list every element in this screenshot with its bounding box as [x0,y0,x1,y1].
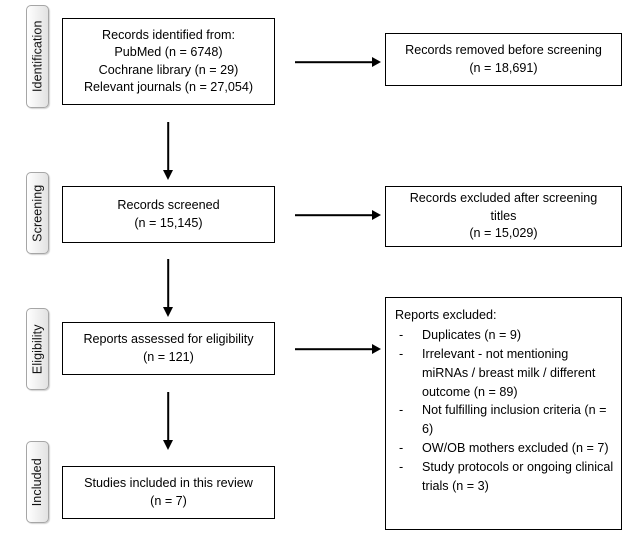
arrow-shaft [295,214,373,216]
box-records-removed: Records removed before screening (n = 18… [385,33,622,86]
arrow-assessed-to-reports-excluded [295,339,381,359]
stage-tab-included: Included [26,441,49,523]
arrow-identified-to-screened [158,122,178,180]
list-item: - Study protocols or ongoing clinical tr… [395,458,615,496]
box-records-identified-line-4: Relevant journals (n = 27,054) [83,79,254,94]
box-reports-assessed-line-1: Reports assessed for eligibility [83,332,254,347]
box-records-identified-line-2: PubMed (n = 6748) [114,45,223,60]
list-dash: - [399,441,404,456]
list-item-line: (n = 6) [422,403,607,437]
list-item-line: Duplicates (n = 9) [422,327,522,342]
arrow-identified-to-removed [295,52,381,72]
stage-tab-included-label: Included [30,457,45,507]
box-records-removed-line-2: (n = 18,691) [469,60,538,75]
arrow-head [372,57,381,67]
list-dash: - [399,403,404,418]
list-dash: - [399,327,404,342]
box-studies-included-line-2: (n = 7) [150,493,187,508]
arrow-shaft [295,348,373,350]
arrow-head [163,170,173,180]
box-records-identified: Records identified from: PubMed (n = 674… [62,18,275,105]
list-item-line: (n = 7) [571,441,609,456]
box-records-excluded: Records excluded after screening titles … [385,186,622,247]
stage-tab-screening-label: Screening [30,184,45,242]
reports-excluded-list: - Duplicates (n = 9) - Irrelevant - not … [395,326,615,496]
list-item-line: miRNAs / breast milk / different [422,365,596,380]
arrow-head [163,307,173,317]
arrow-shaft [167,122,169,171]
stage-tab-identification: Identification [26,5,49,108]
list-item: - Irrelevant - not mentioning miRNAs / b… [395,345,615,402]
arrow-head [372,210,381,220]
arrow-shaft [167,392,169,441]
list-item-line: Irrelevant - not mentioning [422,346,569,361]
list-item-line: outcome (n = 89) [422,384,518,399]
box-reports-excluded-title: Reports excluded: [395,308,497,322]
list-dash: - [399,460,404,475]
box-records-screened-line-1: Records screened [117,198,220,213]
box-studies-included: Studies included in this review (n = 7) [62,466,275,519]
arrow-assessed-to-included [158,392,178,450]
box-reports-assessed-line-2: (n = 121) [143,349,194,364]
list-item: - OW/OB mothers excluded (n = 7) [395,439,615,458]
box-records-screened: Records screened (n = 15,145) [62,186,275,243]
list-item-line: Study protocols or ongoing [422,460,572,475]
list-dash: - [399,346,404,361]
box-reports-excluded: Reports excluded: - Duplicates (n = 9) -… [385,297,622,530]
box-records-screened-line-2: (n = 15,145) [134,215,203,230]
arrow-screened-to-excluded [295,205,381,225]
stage-tab-eligibility-label: Eligibility [30,324,45,374]
arrow-shaft [295,61,373,63]
arrow-shaft [167,259,169,308]
arrow-screened-to-assessed [158,259,178,317]
box-records-identified-line-1: Records identified from: [102,27,235,42]
arrow-head [372,344,381,354]
list-item-line: clinical trials (n = 3) [422,460,614,494]
list-item: - Not fulfilling inclusion criteria (n =… [395,401,615,439]
box-records-excluded-line-3: (n = 15,029) [469,226,538,241]
list-item: - Duplicates (n = 9) [395,326,615,345]
box-records-removed-line-1: Records removed before screening [405,43,602,58]
box-records-excluded-line-2: titles [490,208,517,223]
box-records-identified-line-3: Cochrane library (n = 29) [98,62,239,77]
arrow-head [163,440,173,450]
box-records-excluded-line-1: Records excluded after screening [409,191,598,206]
list-item-line: OW/OB mothers excluded [422,441,569,456]
box-reports-assessed: Reports assessed for eligibility (n = 12… [62,322,275,375]
box-studies-included-line-1: Studies included in this review [84,476,253,491]
stage-tab-screening: Screening [26,172,49,254]
list-item-line: Not fulfilling inclusion criteria [422,403,581,418]
stage-tab-identification-label: Identification [30,20,45,93]
stage-tab-eligibility: Eligibility [26,308,49,390]
